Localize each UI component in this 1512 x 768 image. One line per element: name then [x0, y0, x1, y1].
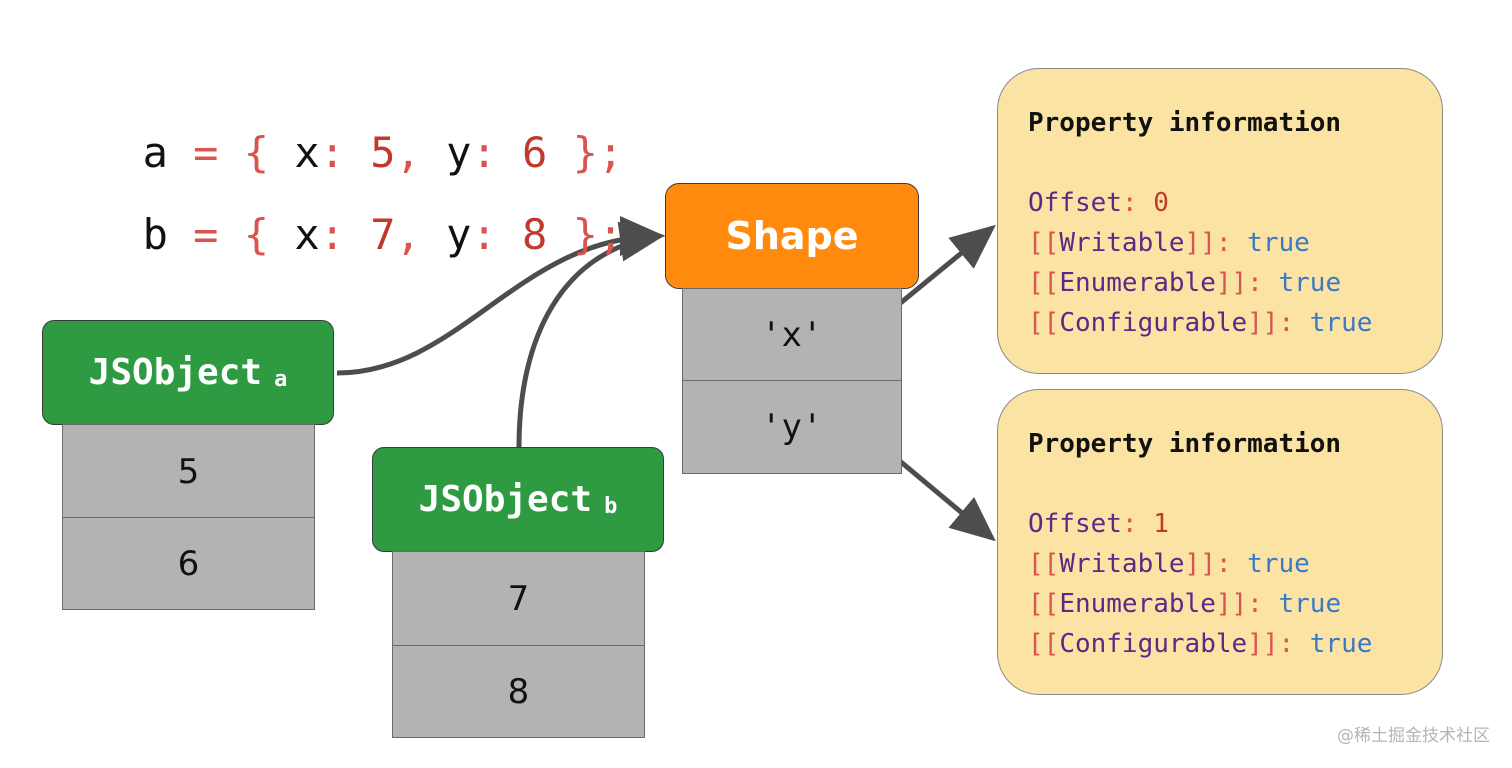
code-var-a: a — [142, 128, 168, 177]
enumerable-line: [[Enumerable]]: true — [1028, 268, 1342, 298]
arrow-b-to-shape — [516, 221, 665, 448]
property-info-y: Property information Offset: 1 [[Writabl… — [997, 389, 1443, 695]
jsobject-b-slot-1: 8 — [392, 645, 645, 738]
offset-value: 0 — [1153, 188, 1169, 218]
code-close: }; — [572, 210, 624, 259]
code-comma: , — [395, 128, 421, 177]
code-brace: { — [243, 210, 270, 259]
offset-line: Offset: 0 — [1028, 188, 1169, 218]
writable-key: Writable — [1059, 549, 1185, 579]
jsobject-b-title: JSObject — [418, 479, 593, 520]
writable-line: [[Writable]]: true — [1028, 228, 1310, 258]
configurable-line: [[Configurable]]: true — [1028, 308, 1373, 338]
jsobject-b-sub: b — [604, 494, 618, 519]
code-val: 8 — [522, 210, 548, 259]
code-eq: = — [193, 210, 219, 259]
code-key-x: x — [294, 210, 320, 259]
code-val: 6 — [522, 128, 548, 177]
offset-value: 1 — [1153, 509, 1169, 539]
writable-value: true — [1247, 228, 1310, 258]
shape-header: Shape — [665, 183, 919, 289]
code-colon: : — [471, 128, 497, 177]
code-line-b: b = { x: 7, y: 8 }; — [92, 172, 624, 259]
code-colon: : — [319, 210, 345, 259]
arrow-a-to-shape — [336, 216, 665, 376]
watermark: @稀土掘金技术社区 — [1337, 726, 1490, 746]
code-val: 7 — [370, 210, 396, 259]
jsobject-a-header: JSObject a — [42, 320, 334, 425]
writable-line: [[Writable]]: true — [1028, 549, 1310, 579]
property-info-title: Property information — [1028, 108, 1342, 138]
code-key-y: y — [446, 210, 472, 259]
configurable-key: Configurable — [1059, 308, 1248, 338]
offset-key: Offset — [1028, 509, 1122, 539]
code-eq: = — [193, 128, 219, 177]
offset-key: Offset — [1028, 188, 1122, 218]
jsobject-a-title: JSObject — [88, 352, 263, 393]
jsobject-a-slot-0: 5 — [62, 424, 315, 519]
property-info-title: Property information — [1028, 429, 1342, 459]
jsobject-b-header: JSObject b — [372, 447, 664, 552]
code-comma: , — [395, 210, 421, 259]
code-brace: { — [243, 128, 270, 177]
shape-key-y: 'y' — [682, 380, 902, 474]
writable-key: Writable — [1059, 228, 1185, 258]
jsobject-b-slot-0: 7 — [392, 551, 645, 647]
property-info-x: Property information Offset: 0 [[Writabl… — [997, 68, 1443, 374]
configurable-value: true — [1309, 308, 1373, 338]
enumerable-key: Enumerable — [1059, 268, 1216, 298]
code-colon: : — [319, 128, 345, 177]
code-colon: : — [471, 210, 497, 259]
code-key-x: x — [294, 128, 320, 177]
code-line-a: a = { x: 5, y: 6 }; — [92, 90, 624, 177]
code-var-b: b — [142, 210, 168, 259]
enumerable-value: true — [1278, 589, 1342, 619]
code-val: 5 — [370, 128, 396, 177]
enumerable-line: [[Enumerable]]: true — [1028, 589, 1342, 619]
configurable-line: [[Configurable]]: true — [1028, 629, 1373, 659]
configurable-key: Configurable — [1059, 629, 1248, 659]
code-key-y: y — [446, 128, 472, 177]
code-close: }; — [572, 128, 624, 177]
configurable-value: true — [1309, 629, 1373, 659]
offset-line: Offset: 1 — [1028, 509, 1169, 539]
enumerable-key: Enumerable — [1059, 589, 1216, 619]
enumerable-value: true — [1278, 268, 1342, 298]
writable-value: true — [1247, 549, 1310, 579]
shape-key-x: 'x' — [682, 288, 902, 382]
jsobject-a-sub: a — [274, 367, 288, 392]
jsobject-a-slot-1: 6 — [62, 517, 315, 610]
